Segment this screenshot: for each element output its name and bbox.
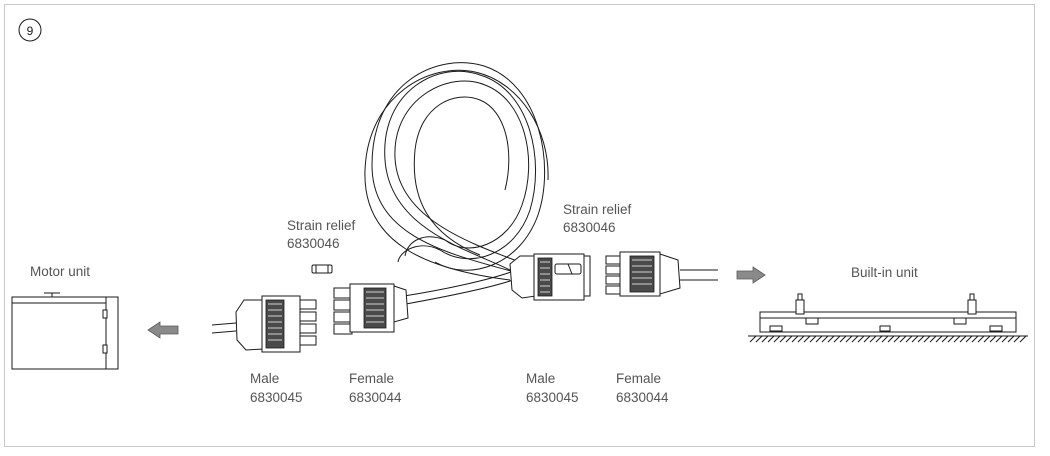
label-female-left-name: Female (349, 371, 394, 386)
male-connector-left (235, 295, 317, 353)
label-female-right-name: Female (616, 371, 661, 386)
label-strain-relief-right-code: 6830046 (563, 220, 616, 235)
step-number: 9 (27, 24, 34, 38)
label-male-left-code: 6830045 (250, 390, 303, 405)
arrow-right-icon (736, 266, 766, 284)
female-connector-left (333, 283, 409, 335)
label-female-left-code: 6830044 (349, 390, 402, 405)
motor-unit (11, 292, 119, 370)
label-male-left-name: Male (250, 371, 279, 386)
label-female-right-code: 6830044 (616, 390, 669, 405)
label-male-right-code: 6830045 (526, 390, 579, 405)
label-male-right-name: Male (526, 371, 555, 386)
step-marker: 9 (18, 18, 42, 42)
label-motor-unit: Motor unit (30, 264, 90, 279)
strain-relief-left (311, 264, 333, 274)
built-in-unit (748, 293, 1028, 343)
label-strain-relief-right-name: Strain relief (563, 202, 632, 217)
figure-frame (4, 4, 1035, 447)
female-connector-right (605, 251, 681, 297)
label-strain-relief-left-code: 6830046 (287, 236, 340, 251)
label-strain-relief-left-name: Strain relief (287, 218, 356, 233)
label-built-in-unit: Built-in unit (851, 265, 918, 280)
arrow-left-icon (147, 321, 179, 339)
male-connector-right (509, 253, 591, 301)
